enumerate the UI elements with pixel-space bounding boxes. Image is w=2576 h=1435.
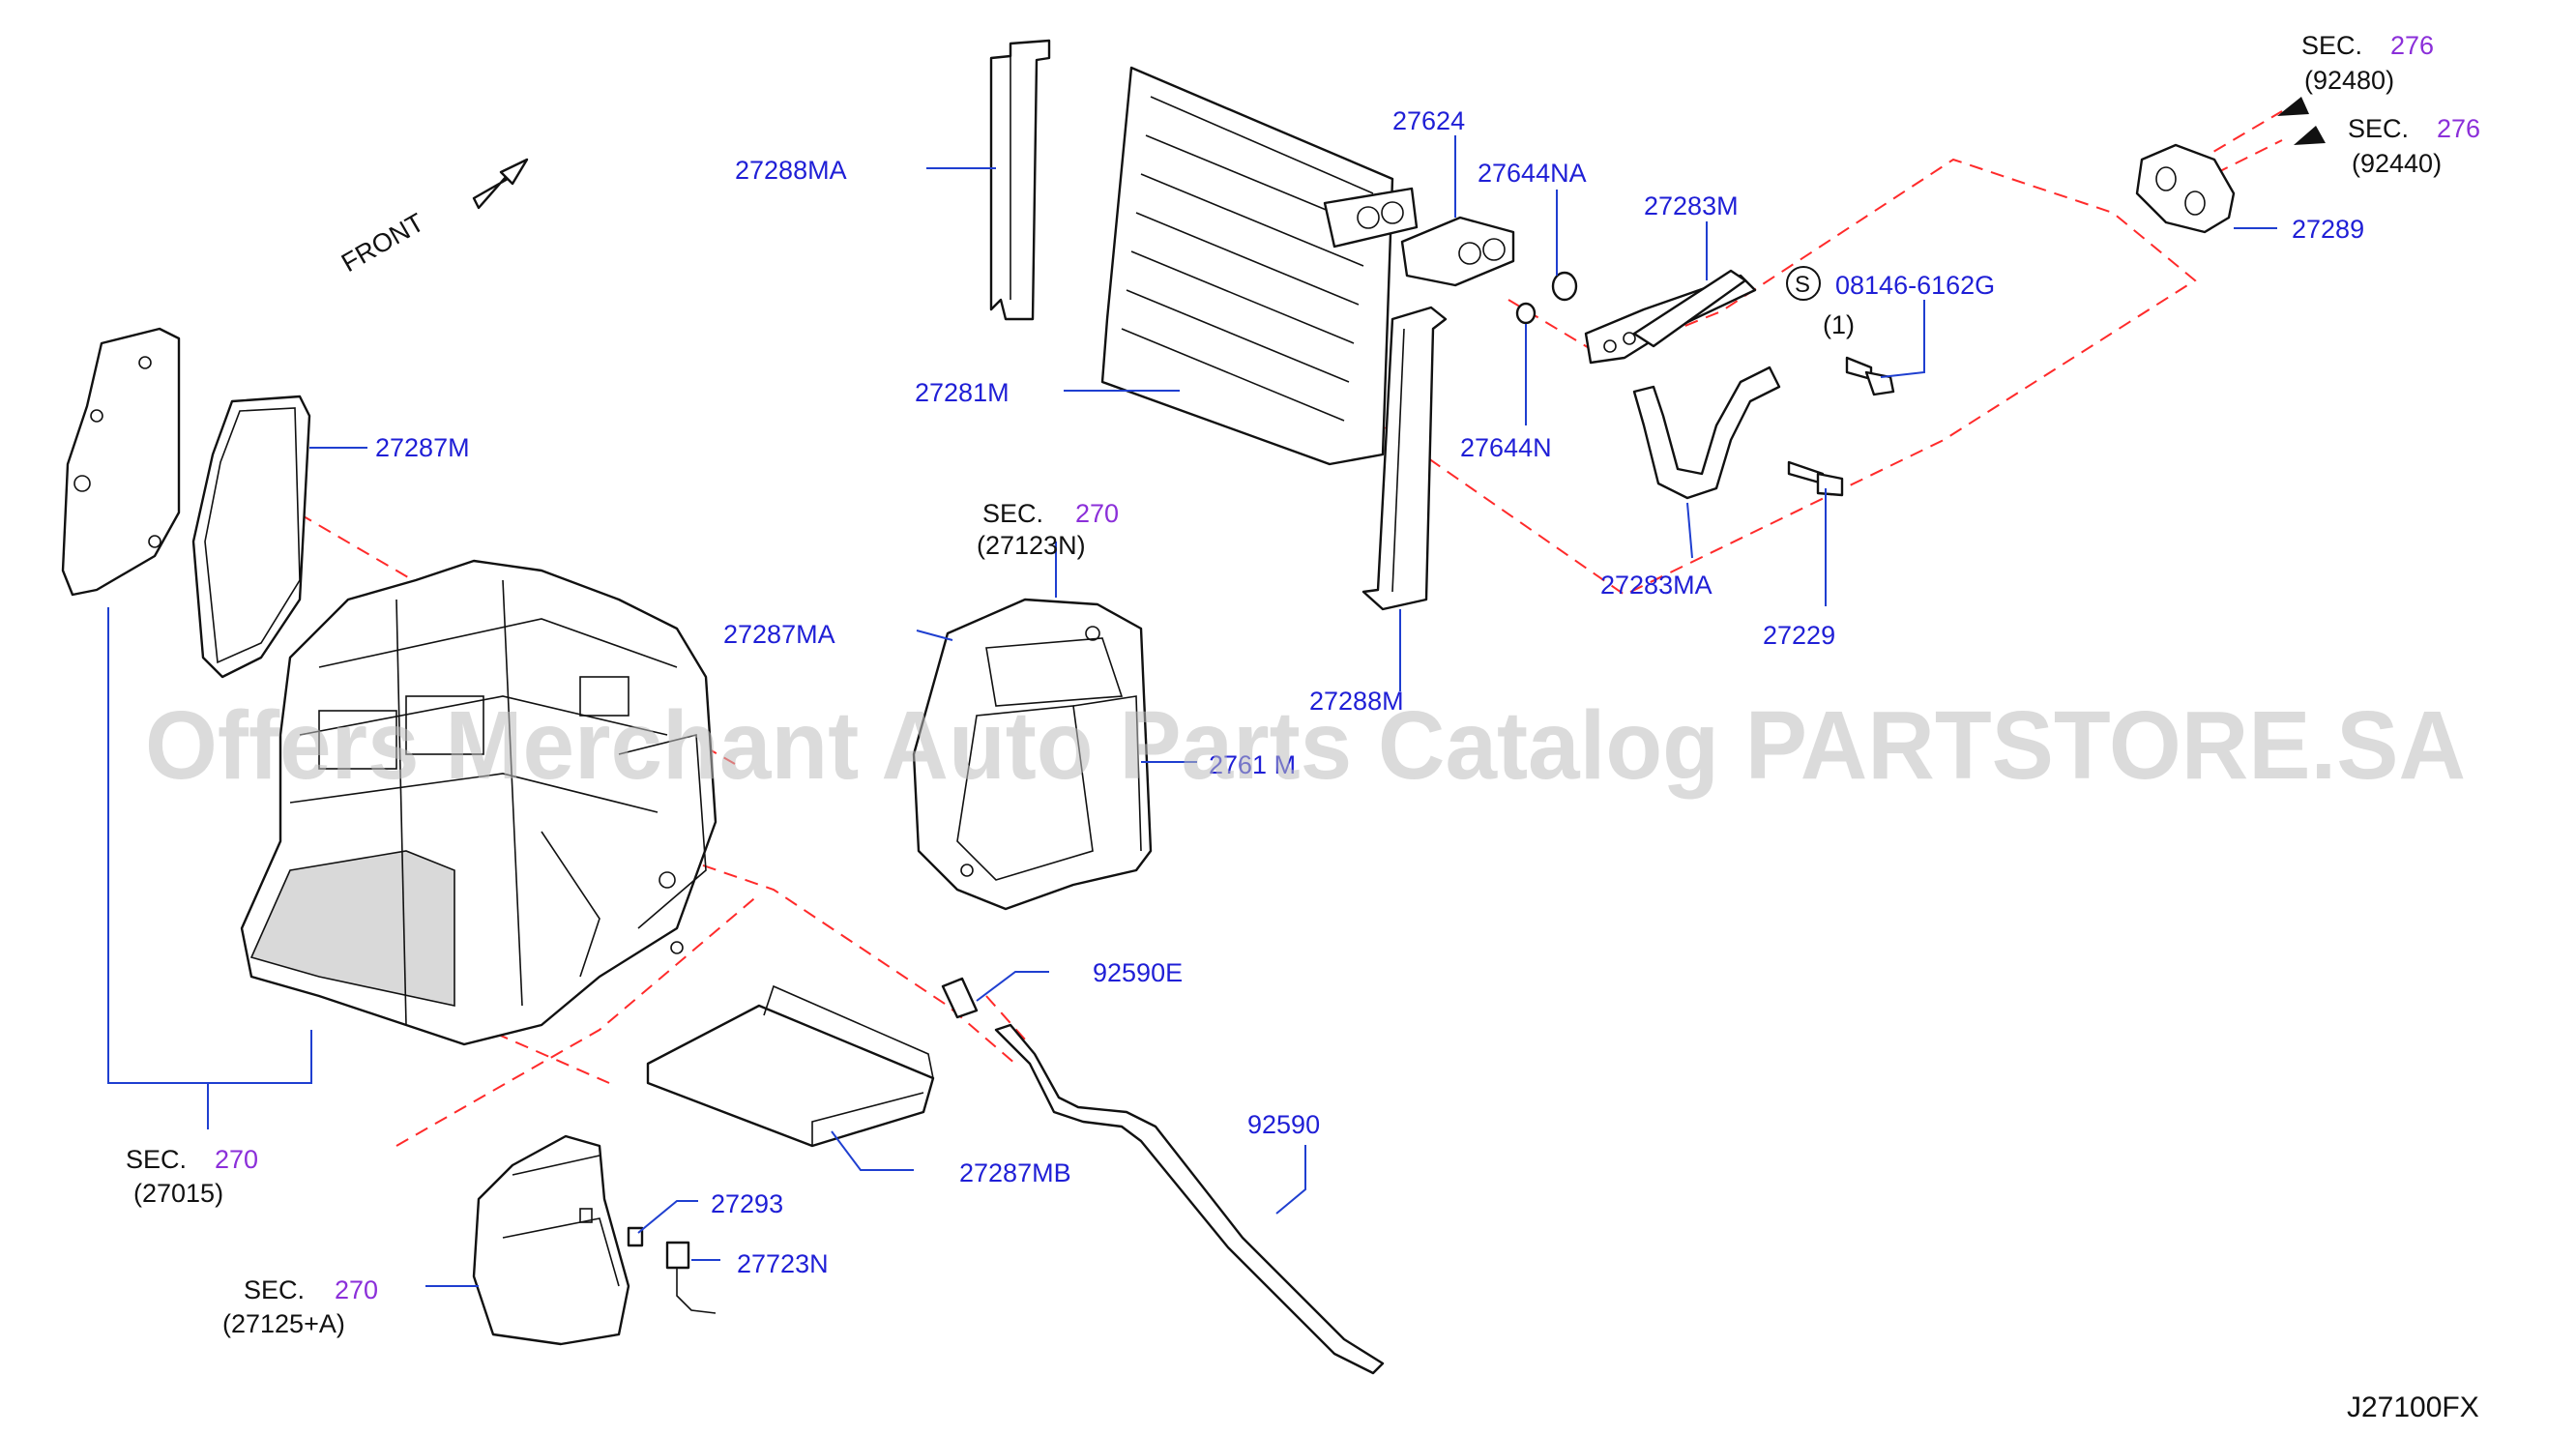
sec-276-a-num: 276: [2390, 31, 2434, 60]
label-08146-6162g: 08146-6162G: [1835, 271, 1995, 300]
label-27287m: 27287M: [375, 433, 470, 462]
label-27644na: 27644NA: [1478, 159, 1587, 188]
grommet-92590e: [941, 977, 979, 1019]
label-2761m: 2761 M: [1209, 750, 1296, 779]
label-08146-qty: (1): [1823, 310, 1855, 339]
front-arrow: FRONT: [337, 158, 529, 278]
s-symbol-circle: [1786, 266, 1821, 301]
insulator-27288m: [1361, 306, 1448, 611]
hose-92590: [994, 1023, 1385, 1375]
arrow-92440: [2294, 126, 2326, 145]
gasket-27287m-outer: [61, 327, 181, 597]
insulator-27288ma: [989, 39, 1051, 321]
watermark-text: Offers Merchant Auto Parts Catalog PARTS…: [145, 691, 2466, 800]
label-27283ma: 27283MA: [1600, 571, 1712, 600]
arrow-92480: [2277, 97, 2309, 116]
label-27287mb: 27287MB: [959, 1158, 1071, 1187]
connector-27723n: [665, 1241, 717, 1314]
label-27289: 27289: [2292, 215, 2364, 244]
diagram-code: J27100FX: [2347, 1391, 2479, 1423]
sec-270-b-num: 270: [215, 1145, 258, 1174]
sec-270-a-word: SEC.: [982, 499, 1043, 528]
label-27293: 27293: [711, 1189, 783, 1218]
o-ring-27644na: [1551, 271, 1578, 302]
label-27281m: 27281M: [915, 378, 1010, 407]
label-27229: 27229: [1763, 621, 1835, 650]
heater-core-27281m: [1100, 66, 1419, 466]
label-92590: 92590: [1247, 1110, 1320, 1139]
label-27283m: 27283M: [1644, 191, 1739, 220]
s-symbol: S: [1795, 272, 1810, 298]
filter-27287mb: [646, 984, 935, 1148]
section-labels: SEC. 270 (27123N) SEC. 270 (27015) SEC. …: [126, 31, 2480, 1338]
sec-276-b-word: SEC.: [2348, 114, 2409, 143]
sec-270-a-ref: (27123N): [977, 531, 1086, 560]
part-labels: 27288MA 27281M 27624 27644NA 27644N 2728…: [375, 106, 2364, 1278]
label-27288m: 27288M: [1309, 687, 1404, 716]
pipe-27283ma: [1632, 366, 1781, 500]
leader-lines: [107, 135, 2277, 1287]
sec-270-c-num: 270: [335, 1275, 378, 1304]
duct-27125a: [472, 1134, 630, 1346]
label-92590e: 92590E: [1093, 958, 1183, 987]
joint-27624: [1400, 216, 1515, 287]
label-27287ma: 27287MA: [723, 620, 835, 649]
pipe-27283m: [1584, 269, 1757, 365]
sec-276-b-num: 276: [2437, 114, 2480, 143]
sec-270-a-num: 270: [1075, 499, 1119, 528]
bolt-27229: [1787, 460, 1844, 497]
gasket-27287m: [191, 395, 311, 679]
label-27288ma: 27288MA: [735, 156, 847, 185]
o-ring-27644n: [1515, 302, 1537, 325]
grommet-27289: [2135, 143, 2236, 234]
label-27723n: 27723N: [737, 1249, 829, 1278]
sec-270-c-ref: (27125+A): [222, 1309, 345, 1338]
sec-270-b-word: SEC.: [126, 1145, 187, 1174]
duct-27123n: [912, 598, 1153, 911]
bolt-08146-6162g: [1845, 356, 1895, 396]
label-27644n: 27644N: [1460, 433, 1552, 462]
label-27624: 27624: [1392, 106, 1465, 135]
sec-276-a-ref: (92480): [2304, 66, 2394, 95]
heater-unit-27015: [240, 559, 717, 1046]
sec-276-a-word: SEC.: [2301, 31, 2362, 60]
sec-270-b-ref: (27015): [133, 1179, 223, 1208]
sec-276-b-ref: (92440): [2352, 149, 2442, 178]
sec-270-c-word: SEC.: [244, 1275, 305, 1304]
front-label: FRONT: [337, 208, 429, 278]
